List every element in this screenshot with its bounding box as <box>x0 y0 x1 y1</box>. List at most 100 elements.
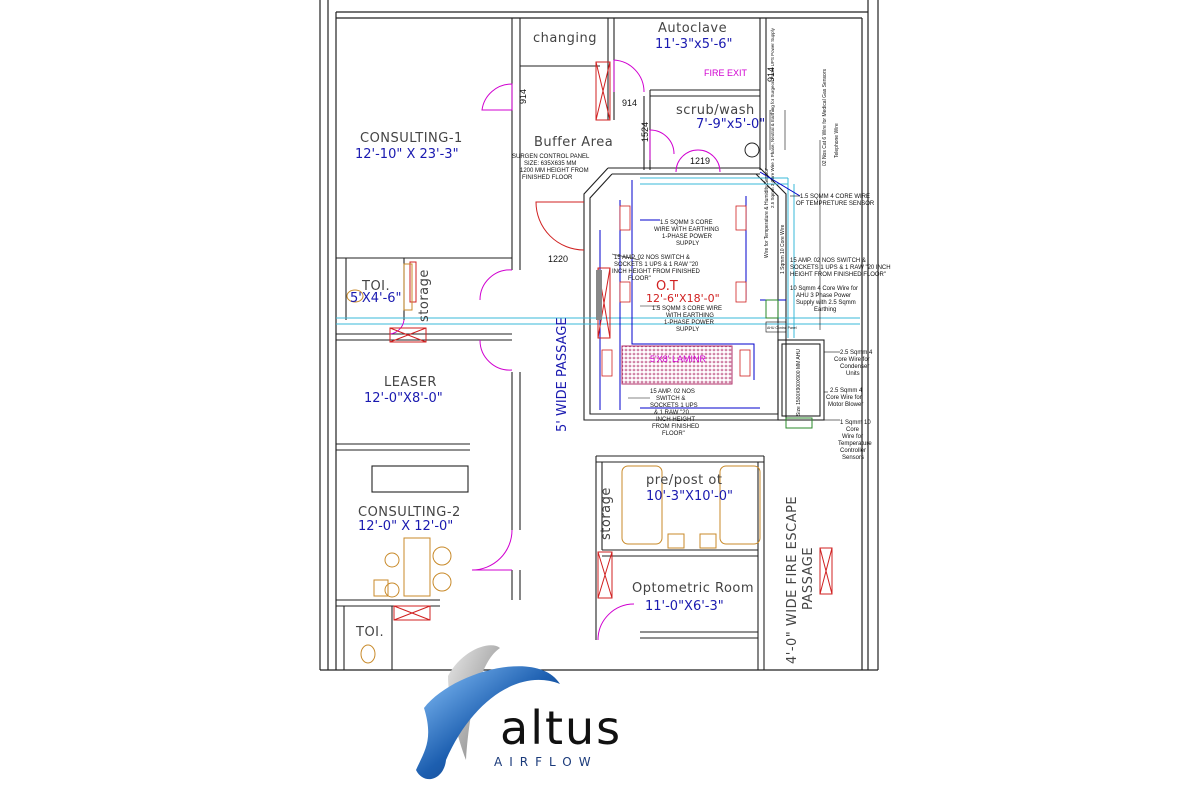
svg-text:HEIGHT FROM FINISHED FLOOR": HEIGHT FROM FINISHED FLOOR" <box>790 272 886 278</box>
dim-consulting-2: 12'-0" X 12'-0" <box>358 519 453 534</box>
svg-text:INCH HEIGHT FROM FINISHED: INCH HEIGHT FROM FINISHED <box>612 269 701 275</box>
logo-blue-swoosh-icon <box>416 666 560 780</box>
label-5ft-passage: 5' WIDE PASSAGE <box>555 317 570 432</box>
note-ahu-size: Size 1500X900X900 MM AHU <box>796 349 802 416</box>
svg-text:FLOOR": FLOOR" <box>628 276 651 282</box>
svg-text:SWITCH &: SWITCH & <box>656 396 685 402</box>
label-toi-2: TOI. <box>355 625 384 640</box>
label-toi-1: TOI. <box>361 279 390 294</box>
note-vertical-humidity: Wire for Temperature & Humidity Sensor <box>764 168 770 258</box>
dim-1219: 1219 <box>690 156 710 166</box>
svg-text:Condenser: Condenser <box>840 364 869 370</box>
dim-toi-1: 5'X4'-6" <box>350 291 402 306</box>
note-sockets-left: 15 AMP. 02 NOS SWITCH & SOCKETS 1 UPS & … <box>612 255 701 282</box>
note-wire-3core-mid: 1.5 SQMM 3 CORE WIRE WITH EARTHING 1-PHA… <box>652 306 722 333</box>
svg-text:Wire for: Wire for <box>842 434 863 440</box>
label-consulting-2: CONSULTING-2 <box>358 505 461 520</box>
svg-text:SOCKETS 1 UPS & 1 RAW "20 INCH: SOCKETS 1 UPS & 1 RAW "20 INCH <box>790 265 891 271</box>
note-motor-blower: 2.5 Sqmm 4 Core Wire for Motor Blower <box>826 388 863 408</box>
svg-text:WITH EARTHING: WITH EARTHING <box>666 313 714 319</box>
label-scrub: scrub/wash <box>676 103 755 118</box>
note-vertical-10core: 1 Sqmm 10 Core Wire <box>780 224 786 274</box>
svg-text:Motor Blower: Motor Blower <box>828 402 863 408</box>
dim-prepost: 10'-3"X10'-0" <box>646 489 733 504</box>
svg-text:SURGEN CONTROL PANEL: SURGEN CONTROL PANEL <box>512 154 590 160</box>
dim-ot: 12'-6"X18'-0" <box>646 292 720 305</box>
dim-1524: 1524 <box>640 122 650 142</box>
dim-autoclave: 11'-3"x5'-6" <box>655 37 733 52</box>
svg-text:1.5 SQMM 4 CORE WIRE: 1.5 SQMM 4 CORE WIRE <box>800 194 870 200</box>
label-ot: O.T <box>656 279 678 294</box>
svg-text:1-PHASE POWER: 1-PHASE POWER <box>664 320 715 326</box>
scrub-sink <box>744 142 760 158</box>
label-autoclave: Autoclave <box>658 21 727 36</box>
label-storage-1: storage <box>417 269 432 322</box>
label-fire-exit: FIRE EXIT <box>704 68 748 78</box>
svg-text:FINISHED FLOOR: FINISHED FLOOR <box>522 175 573 181</box>
svg-text:Earthing: Earthing <box>814 307 836 313</box>
svg-text:& 1 RAW "20: & 1 RAW "20 <box>654 410 690 416</box>
svg-text:Core Wire for: Core Wire for <box>826 395 862 401</box>
svg-text:Temperature: Temperature <box>838 441 872 447</box>
note-temp-sensor-wire: 1.5 SQMM 4 CORE WIRE OF TEMPRETURE SENSO… <box>796 194 875 207</box>
dim-optometric: 11'-0"X6'-3" <box>645 599 724 614</box>
svg-text:FLOOR": FLOOR" <box>662 431 685 437</box>
dim-consulting-1: 12'-10" X 23'-3" <box>355 147 459 162</box>
svg-text:Core: Core <box>846 427 860 433</box>
svg-text:INCH HEIGHT: INCH HEIGHT <box>656 417 695 423</box>
label-buffer: Buffer Area <box>534 135 613 150</box>
svg-text:15 AMP. 02 NOS SWITCH &: 15 AMP. 02 NOS SWITCH & <box>614 255 690 261</box>
dim-914-a: 914 <box>518 89 528 104</box>
label-leaser: LEASER <box>384 375 437 390</box>
note-sockets-bottom: 15 AMP. 02 NOS SWITCH & SOCKETS 1 UPS & … <box>650 389 700 437</box>
svg-text:FROM FINISHED: FROM FINISHED <box>652 424 700 430</box>
room-labels: changing Autoclave 11'-3"x5'-6" FIRE EXI… <box>350 21 816 664</box>
label-changing: changing <box>533 31 597 46</box>
ot-equipment <box>596 205 813 429</box>
leaser-equipment <box>371 465 469 493</box>
note-condenser: 2.5 Sqmm 4 Core Wire for Condenser Units <box>834 350 873 377</box>
label-consulting-1: CONSULTING-1 <box>360 131 463 146</box>
svg-text:1-PHASE POWER: 1-PHASE POWER <box>662 234 713 240</box>
svg-text:SOCKETS 1 UPS: SOCKETS 1 UPS <box>650 403 698 409</box>
svg-text:SUPPLY: SUPPLY <box>676 241 699 247</box>
svg-text:AHU 3 Phase Power: AHU 3 Phase Power <box>796 293 851 299</box>
note-ahu-panel: AHU Control Panel <box>767 326 797 330</box>
svg-text:10 Sqmm 4 Core Wire for: 10 Sqmm 4 Core Wire for <box>790 286 858 292</box>
label-fire-escape-1: 4'-0" WIDE FIRE ESCAPE <box>785 496 800 664</box>
note-surgeon-panel: SURGEN CONTROL PANEL SIZE: 635X635 MM 12… <box>512 154 590 181</box>
svg-text:1 Sqmm 10: 1 Sqmm 10 <box>840 420 871 426</box>
note-vertical-cat6: 02 Nos Cat 6 Wire for Medical Gas Sensor… <box>822 69 828 166</box>
note-vertical-telephone: Telephone Wire <box>834 123 840 158</box>
svg-text:2.5 Sqmm 4: 2.5 Sqmm 4 <box>840 350 873 356</box>
note-vertical-surgeon-ups: 2.5 Sqmm 3 Core Wire 1 Phase, Neutral & … <box>770 27 775 208</box>
label-fire-escape-2: PASSAGE <box>801 547 816 610</box>
furniture <box>346 263 761 664</box>
svg-text:SOCKETS 1 UPS & 1 RAW "20: SOCKETS 1 UPS & 1 RAW "20 <box>614 262 699 268</box>
outer-walls <box>319 0 879 671</box>
svg-text:1.5 SQMM 3 CORE: 1.5 SQMM 3 CORE <box>660 220 713 226</box>
svg-text:Core Wire for: Core Wire for <box>834 357 870 363</box>
logo-subtitle: AIRFLOW <box>494 755 598 769</box>
svg-text:1200 MM HEIGHT FROM: 1200 MM HEIGHT FROM <box>520 168 589 174</box>
dim-914-c: 914 <box>766 67 776 82</box>
label-storage-2: storage <box>599 487 614 540</box>
svg-text:SIZE: 635X635 MM: SIZE: 635X635 MM <box>524 161 576 167</box>
label-optometric: Optometric Room <box>632 581 754 596</box>
dim-leaser: 12'-0"X8'-0" <box>364 391 443 406</box>
svg-text:2.5 Sqmm 4: 2.5 Sqmm 4 <box>830 388 863 394</box>
svg-text:WIRE WITH EARTHING: WIRE WITH EARTHING <box>654 227 720 233</box>
svg-text:1.5 SQMM 3 CORE WIRE: 1.5 SQMM 3 CORE WIRE <box>652 306 722 312</box>
electrical-notes: SURGEN CONTROL PANEL SIZE: 635X635 MM 12… <box>512 27 891 461</box>
leader-lines <box>611 110 840 421</box>
altus-airflow-logo: altus AIRFLOW <box>416 645 622 780</box>
dim-914-b: 914 <box>622 98 637 108</box>
svg-text:SUPPLY: SUPPLY <box>676 327 699 333</box>
svg-text:Sensors: Sensors <box>842 455 864 461</box>
svg-text:15 AMP. 02 NOS: 15 AMP. 02 NOS <box>650 389 695 395</box>
note-wire-3core-top: 1.5 SQMM 3 CORE WIRE WITH EARTHING 1-PHA… <box>654 220 720 247</box>
logo-wordmark: altus <box>500 701 622 755</box>
dim-scrub: 7'-9"x5'-0" <box>696 117 765 132</box>
svg-text:Controller: Controller <box>840 448 866 454</box>
